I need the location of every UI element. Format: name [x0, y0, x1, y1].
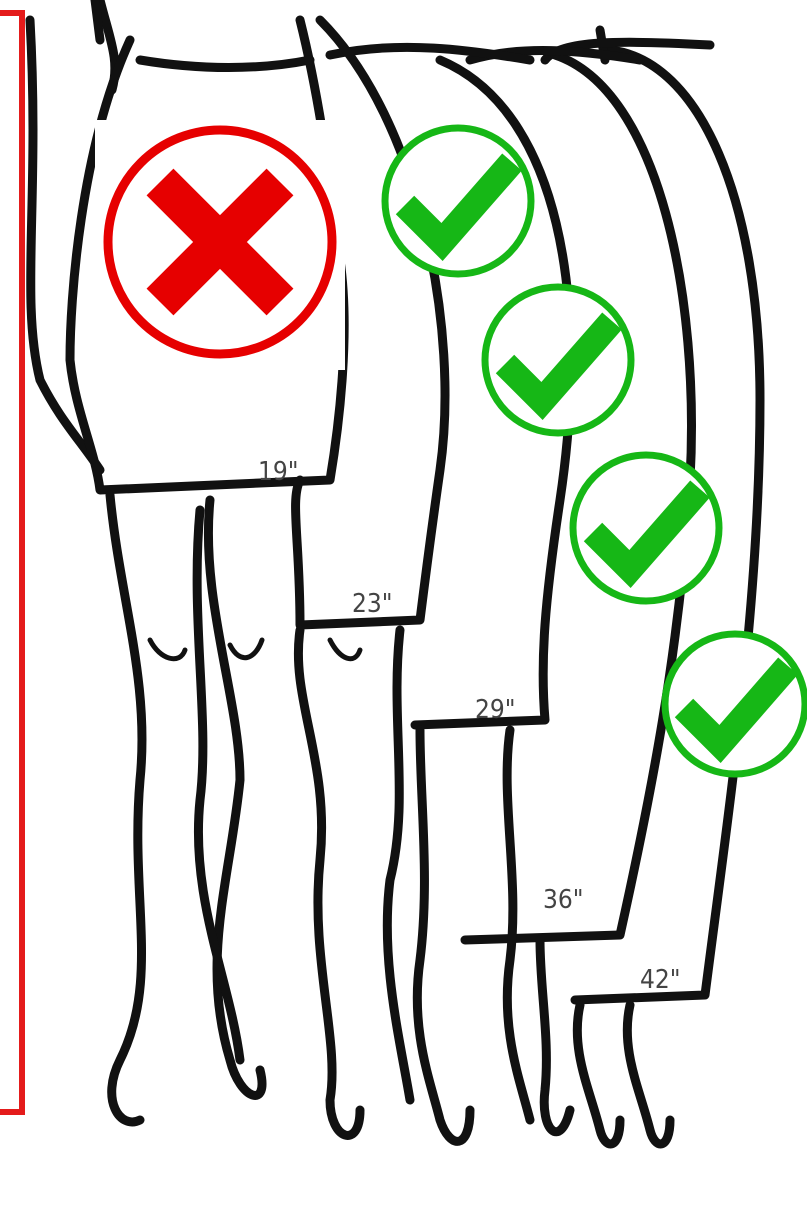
skirt-19-label: 19": [258, 457, 299, 487]
skirt-29-label: 29": [475, 695, 516, 725]
leg-outline: [110, 495, 142, 1122]
x-circle-icon: [108, 130, 332, 354]
skirt-36-label: 36": [543, 885, 584, 915]
check-circle-icon: [665, 634, 805, 774]
check-circle-icon: [385, 128, 531, 274]
check-circle-icon: [573, 455, 719, 601]
check-circle-icon: [485, 287, 631, 433]
skirt-23-label: 23": [352, 589, 393, 619]
skirt-42-label: 42": [640, 965, 681, 995]
partial-figure-outline: [30, 20, 100, 470]
